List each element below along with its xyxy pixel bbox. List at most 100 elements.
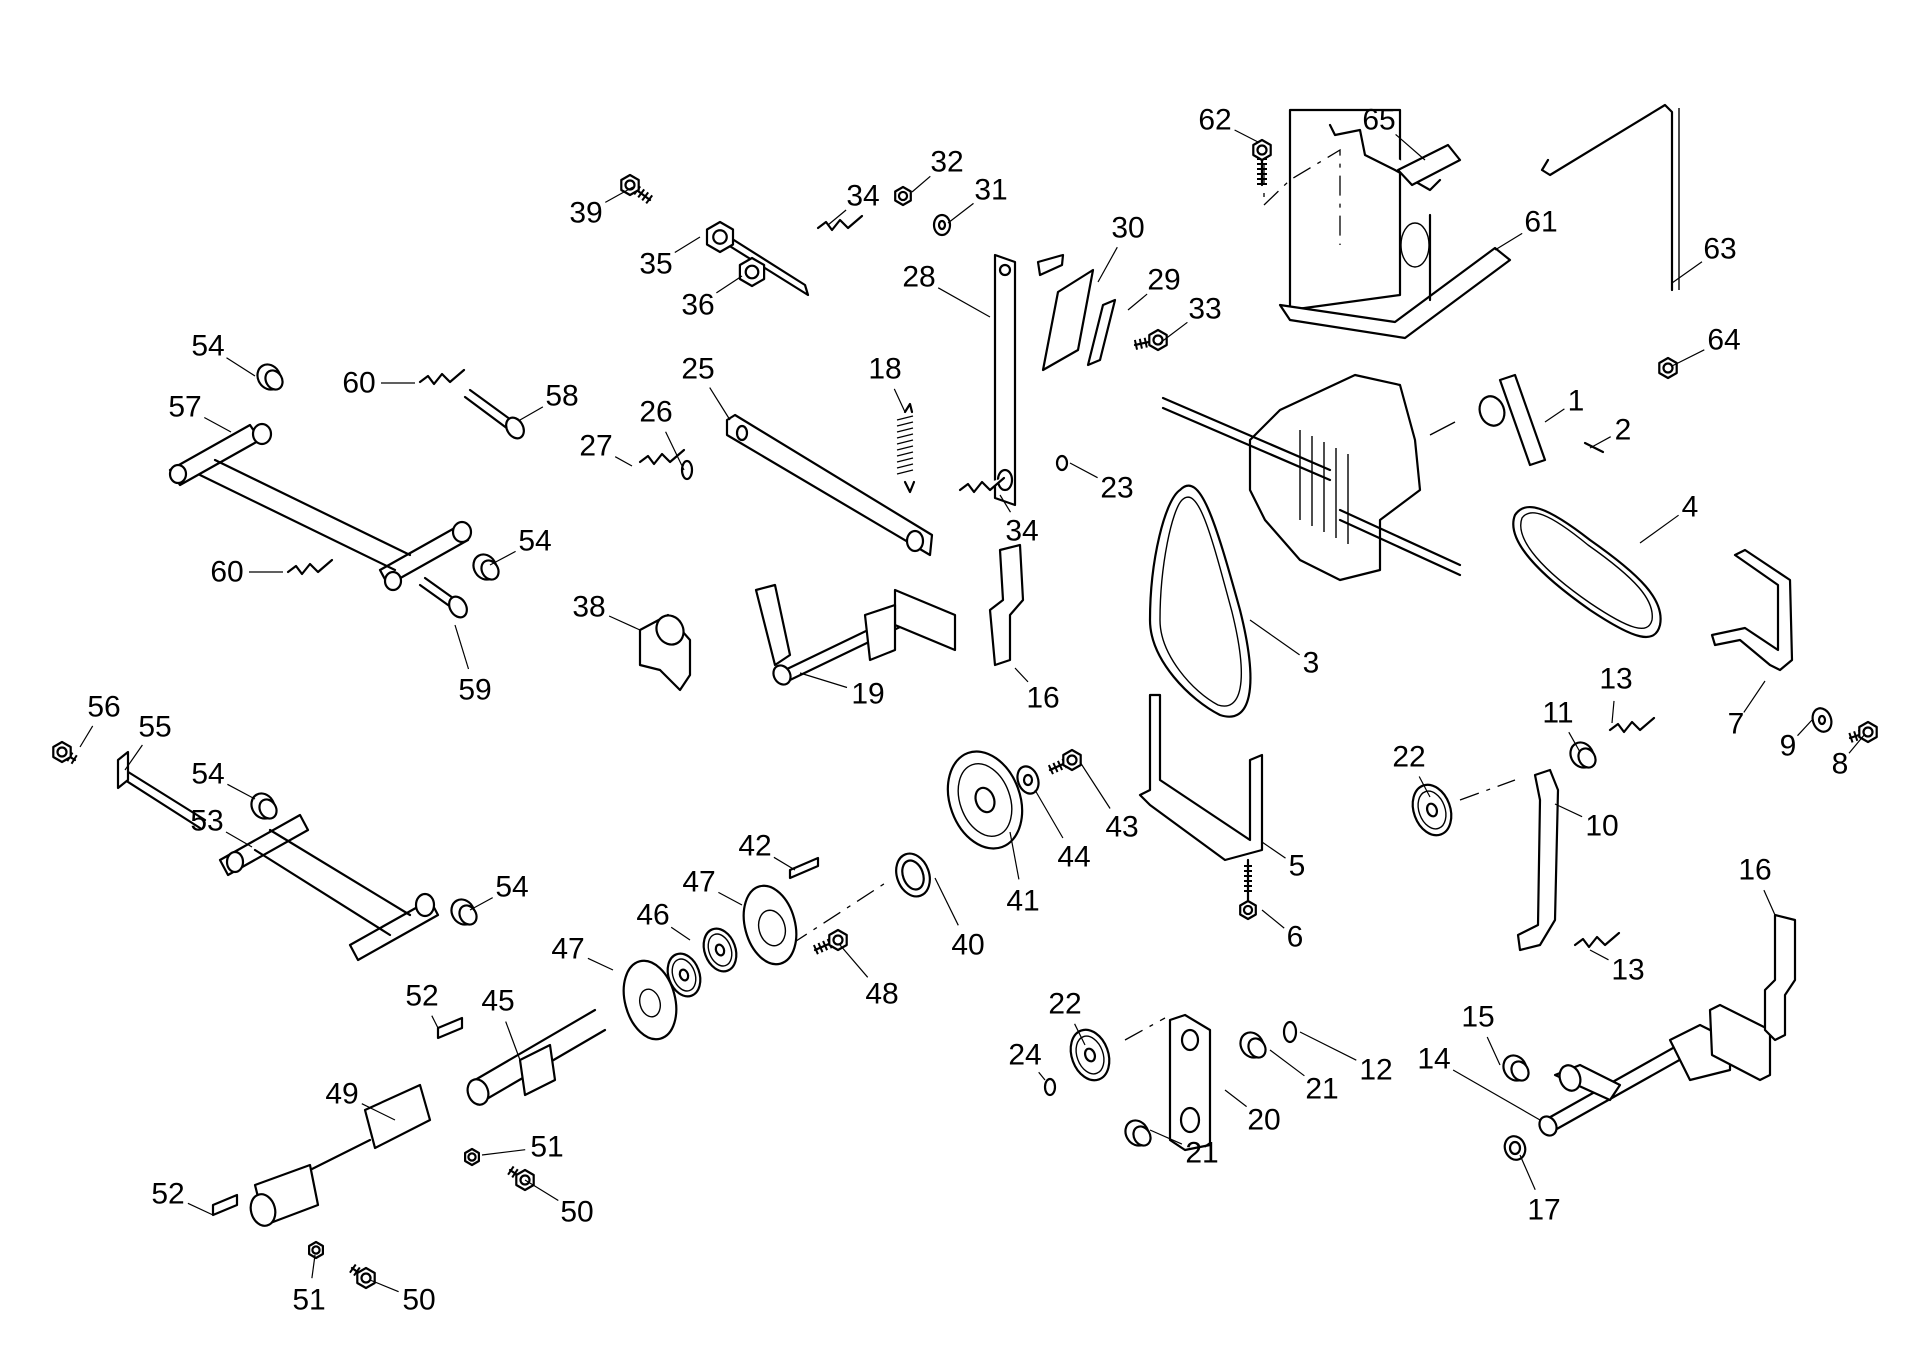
linkage-53-right-plate (348, 898, 440, 962)
callout-label-3: 3 (1303, 647, 1320, 680)
idler-pulley-22b-hub (1083, 1047, 1097, 1063)
bushing-15-end (1510, 1060, 1530, 1082)
leader-line-c44 (1034, 789, 1064, 839)
flange-47b (622, 959, 678, 1041)
callout-label-47: 47 (551, 933, 584, 966)
leader-line-c3 (1249, 619, 1300, 656)
callout-label-52: 52 (405, 980, 438, 1013)
leader-line-c9 (1797, 719, 1813, 737)
callout-label-57: 57 (168, 391, 201, 424)
leader-lines-layer (79, 129, 1866, 1293)
spring-18-coil (896, 469, 914, 475)
bolt-8-head-hole (1862, 726, 1874, 738)
leader-line-c57 (204, 416, 232, 433)
callout-label-11: 11 (1542, 697, 1573, 730)
shaft-lever-19-end (772, 664, 792, 686)
linkage-57-hole-left (168, 463, 188, 485)
callout-label-41: 41 (1006, 885, 1039, 918)
leader-line-c64 (1671, 349, 1705, 367)
callout-label-48: 48 (865, 978, 898, 1011)
leader-line-c23 (1069, 462, 1098, 479)
key-42 (788, 856, 820, 880)
idler-plate-20 (1168, 1013, 1212, 1152)
belt-4-inner (1520, 512, 1653, 629)
callout-label-47: 47 (682, 866, 715, 899)
callout-label-23: 23 (1100, 472, 1133, 505)
linkage-57-eye (251, 422, 273, 446)
pad-65 (1396, 143, 1462, 187)
callout-label-22: 22 (1392, 741, 1425, 774)
cotter-pin-13a (1608, 716, 1656, 734)
tray-cutout-61 (1400, 222, 1430, 268)
callout-label-44: 44 (1057, 841, 1090, 874)
leader-line-c47b (587, 957, 614, 971)
callout-label-62: 62 (1198, 104, 1231, 137)
leader-line-c12 (1299, 1031, 1357, 1061)
bushing-54a-end (264, 369, 284, 391)
linkage-57-eye-right (451, 520, 473, 544)
linkage-53-eye (414, 892, 436, 918)
callout-label-12: 12 (1359, 1054, 1392, 1087)
clip-24 (1043, 1077, 1057, 1097)
bracket-5 (1138, 693, 1264, 862)
washer-44-hole (1022, 773, 1034, 787)
belt-3 (1148, 484, 1252, 718)
callout-label-30: 30 (1111, 212, 1144, 245)
idler-pulley-22a-hub (1425, 802, 1439, 818)
bracket-16b (1763, 913, 1797, 1042)
linkage-57-hole-right (383, 570, 403, 592)
leader-line-c39 (605, 186, 634, 203)
linkage-53-tube (253, 848, 392, 937)
bushing-17-hole (1508, 1140, 1522, 1156)
key-52b (211, 1193, 239, 1217)
leader-line-c22b (1074, 1023, 1086, 1046)
link-bar-25-hole (735, 424, 749, 442)
bushing-11-end (1577, 747, 1597, 769)
callout-label-4: 4 (1682, 491, 1699, 524)
cotter-pin-13b (1573, 931, 1621, 949)
belt-3-inner (1159, 496, 1242, 707)
key-52a (436, 1016, 464, 1040)
pulley-41-hub (974, 786, 996, 814)
leader-line-c18 (893, 388, 906, 413)
callout-label-2: 2 (1615, 414, 1632, 447)
idler-plate-20-hole2 (1179, 1106, 1201, 1134)
callout-label-1: 1 (1568, 385, 1585, 418)
callout-label-24: 24 (1008, 1039, 1041, 1072)
callout-label-9: 9 (1780, 730, 1797, 763)
leader-line-c26 (665, 431, 685, 471)
bearing-46a-groove (707, 933, 733, 967)
idler-pulley-22a-groove (1417, 790, 1447, 830)
leader-line-c28 (937, 287, 991, 318)
bearing-46b-groove (671, 958, 697, 992)
bracket-bushing-38-bore (655, 614, 685, 646)
callout-label-58: 58 (545, 380, 578, 413)
shaft-lever-19-tab (863, 603, 897, 662)
idler-arm-10-axis (1459, 779, 1516, 801)
callout-label-7: 7 (1728, 708, 1745, 741)
callout-label-35: 35 (639, 248, 672, 281)
callout-label-59: 59 (458, 674, 491, 707)
u-joint-49-shaft (308, 1138, 372, 1172)
callout-label-15: 15 (1461, 1001, 1494, 1034)
callout-label-20: 20 (1247, 1104, 1280, 1137)
callout-label-32: 32 (930, 146, 963, 179)
callout-label-60: 60 (342, 367, 375, 400)
link-bar-25-hole2 (905, 529, 925, 553)
clip-12 (1282, 1020, 1298, 1044)
cotter-pin-34a (816, 214, 864, 232)
leader-line-c27 (614, 456, 633, 467)
callout-label-26: 26 (639, 396, 672, 429)
leader-line-c5 (1261, 841, 1286, 859)
bolt-6-head-hole (1242, 904, 1254, 916)
leader-line-c54d (469, 897, 493, 911)
rod-55-tab (116, 750, 130, 790)
leader-line-c54c (227, 783, 256, 800)
pin-2 (1583, 441, 1605, 454)
bolt-43-head-hole (1066, 754, 1078, 766)
clip-26 (680, 459, 694, 481)
leader-line-c52a (431, 1015, 439, 1029)
lever-arm-1-boss (1478, 395, 1506, 427)
leader-line-c46 (670, 926, 691, 941)
leader-line-c50b (369, 1279, 399, 1293)
